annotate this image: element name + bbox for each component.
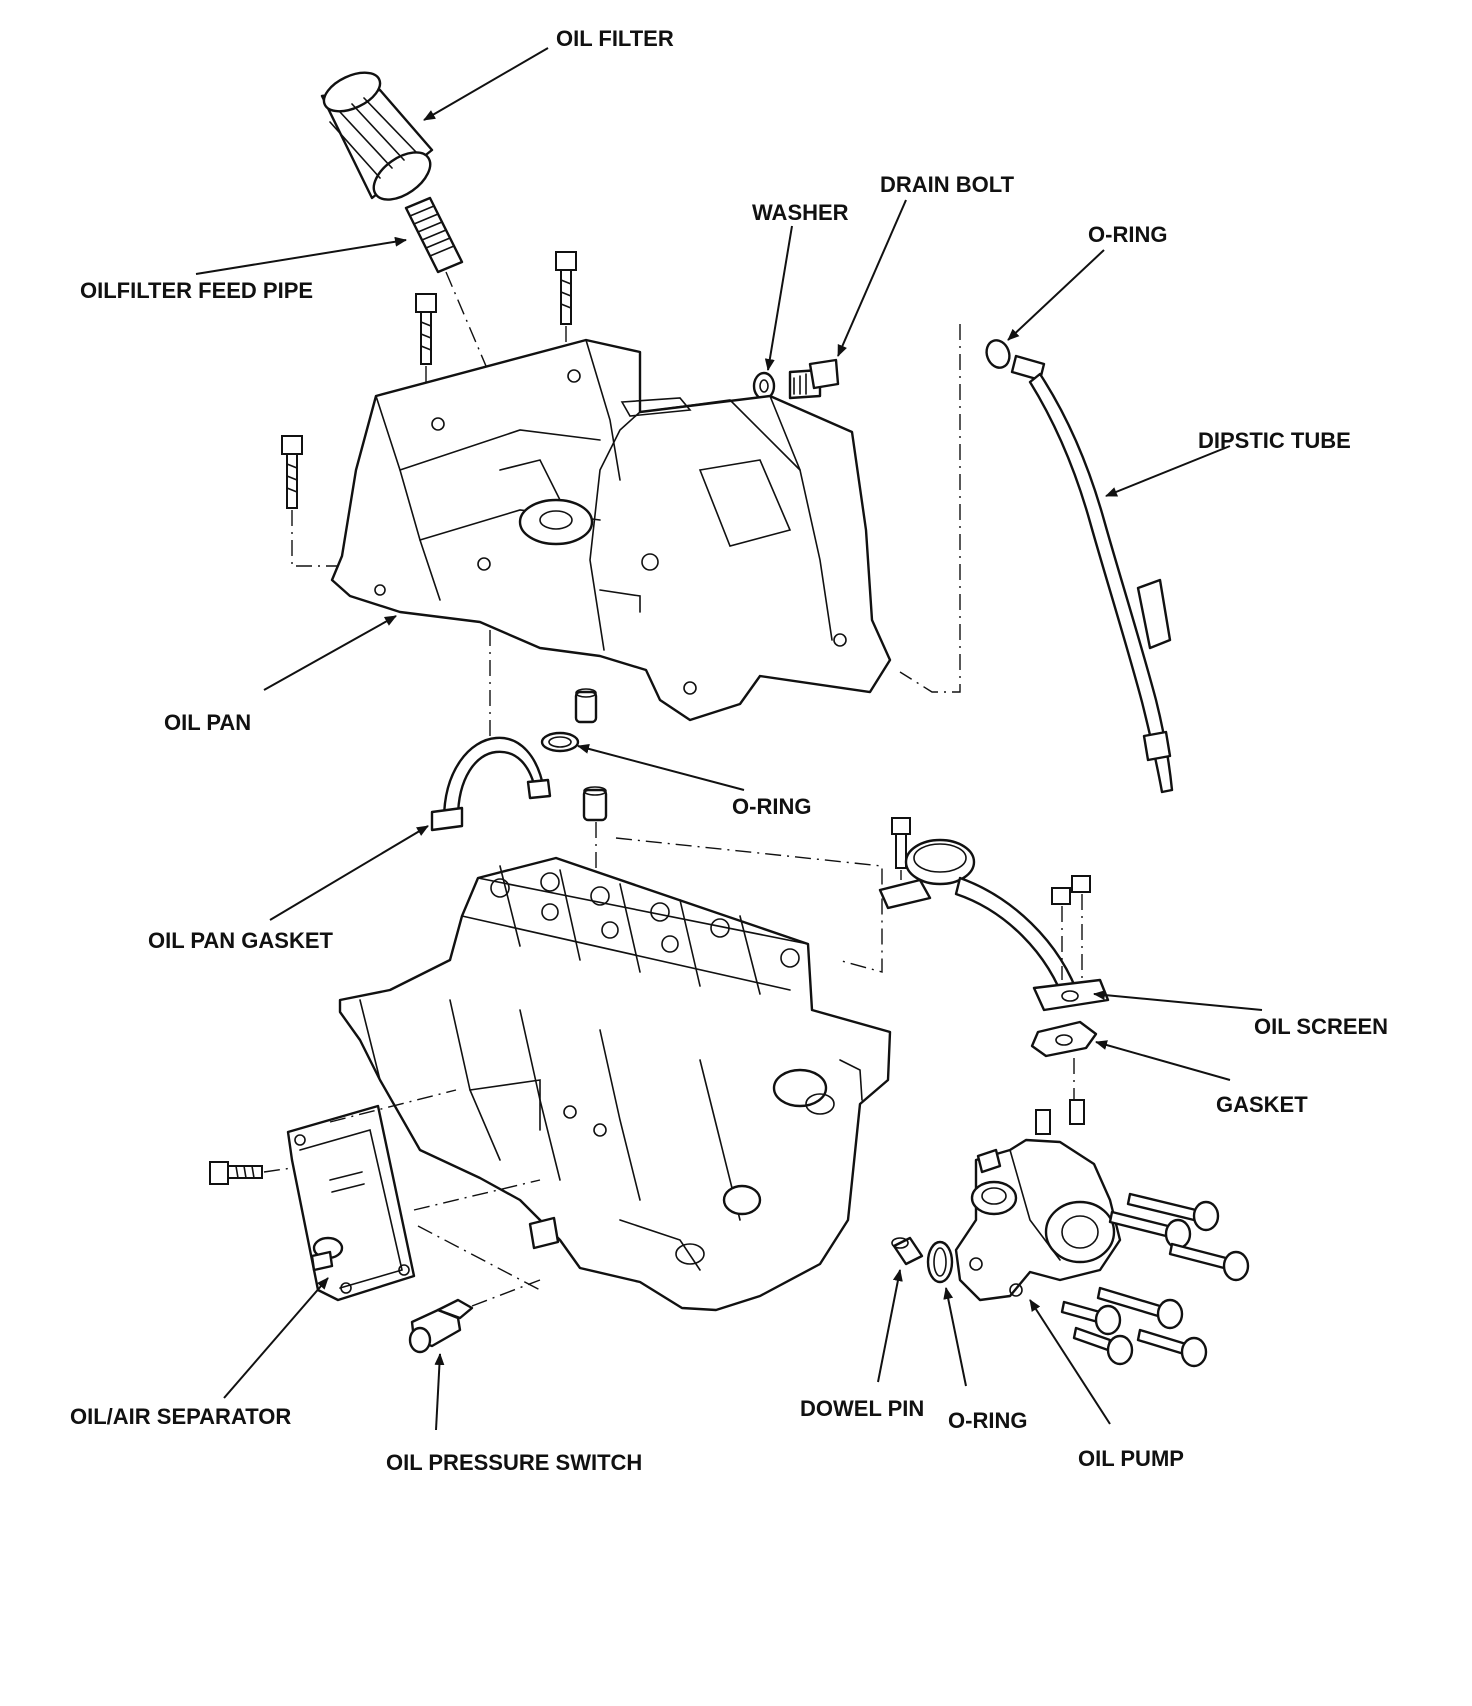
label-washer: WASHER xyxy=(752,200,849,225)
label-dowel-pin: DOWEL PIN xyxy=(800,1396,924,1421)
oil-pan-part xyxy=(330,338,892,744)
label-oil-pan: OIL PAN xyxy=(164,710,251,735)
oil-pan-gasket-part xyxy=(430,736,552,832)
pump-o-ring-part xyxy=(926,1240,954,1284)
bolt-3 xyxy=(281,435,360,567)
pump-bolts xyxy=(1060,1192,1250,1368)
label-oil-filter: OIL FILTER xyxy=(556,26,674,51)
cylinder-block-part xyxy=(338,786,892,1312)
dipstic-tube-part xyxy=(899,324,1174,794)
label-o-ring-dipstick: O-RING xyxy=(1088,222,1167,247)
callout-labels: OIL FILTER DRAIN BOLT WASHER O-RING OILF… xyxy=(70,26,1388,1475)
label-oil-screen: OIL SCREEN xyxy=(1254,1014,1388,1039)
gasket-part xyxy=(1030,1020,1098,1110)
oil-air-separator-part xyxy=(286,1089,541,1302)
washer-part xyxy=(752,371,776,401)
label-drain-bolt: DRAIN BOLT xyxy=(880,172,1015,197)
label-dipstic-tube: DIPSTIC TUBE xyxy=(1198,428,1351,453)
label-oil-pressure-switch: OIL PRESSURE SWITCH xyxy=(386,1450,642,1475)
oil-pump-part xyxy=(954,1099,1250,1368)
label-oil-air-separator: OIL/AIR SEPARATOR xyxy=(70,1404,291,1429)
label-gasket: GASKET xyxy=(1216,1092,1308,1117)
label-oil-pump: OIL PUMP xyxy=(1078,1446,1184,1471)
pan-dowel-and-o-ring xyxy=(540,688,598,753)
oil-pan-bolts xyxy=(281,251,577,567)
oil-pressure-switch-part xyxy=(408,1279,541,1354)
label-oil-pan-gasket: OIL PAN GASKET xyxy=(148,928,334,953)
oil-filter-part xyxy=(320,71,434,201)
label-oilfilter-feed-pipe: OILFILTER FEED PIPE xyxy=(80,278,313,303)
label-o-ring-pan: O-RING xyxy=(732,794,811,819)
separator-bolt xyxy=(209,1161,293,1185)
dowel-pin-part xyxy=(891,1236,924,1266)
drain-bolt-part xyxy=(788,358,840,400)
leader-lines xyxy=(195,47,1263,1431)
bolt-2 xyxy=(415,293,437,414)
oil-screen-part xyxy=(878,817,1110,1012)
bolt-1 xyxy=(555,251,577,368)
label-o-ring-pump: O-RING xyxy=(948,1408,1027,1433)
